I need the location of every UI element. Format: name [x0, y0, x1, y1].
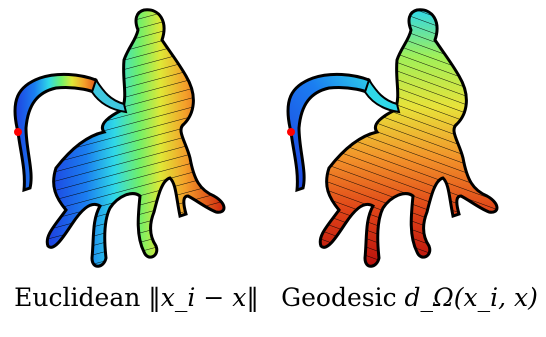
- caption-euclidean: Euclidean ‖x_i − x‖: [0, 283, 273, 312]
- caption-math: d_Ω(x_i, x): [405, 283, 538, 312]
- centaur-shape: [15, 10, 224, 266]
- panel-euclidean: Euclidean ‖x_i − x‖: [0, 0, 273, 337]
- source-point-marker: [14, 128, 22, 136]
- caption-geodesic: Geodesic d_Ω(x_i, x): [273, 283, 546, 312]
- source-point-marker: [287, 128, 295, 136]
- centaur-geodesic-plot: [273, 0, 546, 280]
- caption-word: Geodesic: [281, 283, 396, 312]
- centaur-shape: [288, 10, 497, 266]
- panel-geodesic: Geodesic d_Ω(x_i, x): [273, 0, 546, 337]
- centaur-euclidean-plot: [0, 0, 273, 280]
- caption-word: Euclidean: [14, 283, 140, 312]
- caption-math: ‖x_i − x‖: [148, 283, 259, 312]
